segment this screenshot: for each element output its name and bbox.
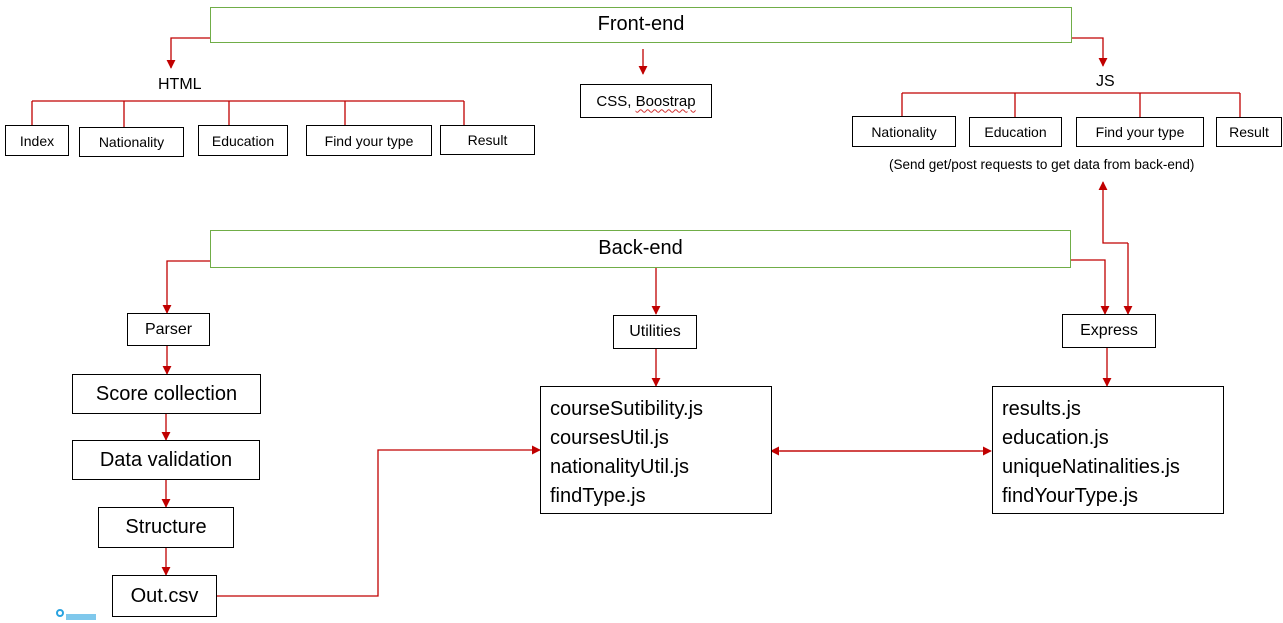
frontend-frame: Front-end — [210, 7, 1072, 43]
utilities-file: coursesUtil.js — [550, 427, 669, 449]
parser-step-out-csv: Out.csv — [112, 575, 217, 617]
css-label-word: Boostrap — [635, 92, 696, 110]
express-file: results.js — [1002, 398, 1081, 420]
js-note: (Send get/post requests to get data from… — [889, 157, 1195, 172]
arrow-frontend-html — [166, 37, 210, 69]
parser-step-label: Score collection — [95, 382, 238, 405]
parser-step-label: Structure — [125, 516, 207, 538]
utilities-files: courseSutibility.js coursesUtil.js natio… — [540, 386, 772, 514]
html-page-result: Result — [440, 125, 535, 155]
parser-step-label: Data validation — [99, 448, 233, 471]
arrow-frontend-js — [1072, 37, 1108, 67]
express-file: education.js — [1002, 427, 1109, 449]
html-page-education: Education — [198, 125, 288, 156]
html-page-nationality: Nationality — [79, 127, 184, 157]
html-page-label: Index — [19, 132, 55, 149]
css-label-prefix: CSS, — [596, 92, 636, 110]
utilities-file: findType.js — [550, 485, 646, 507]
express-label: Express — [1080, 322, 1138, 339]
express-files: results.js education.js uniqueNatinaliti… — [992, 386, 1224, 514]
express-file: uniqueNatinalities.js — [1002, 456, 1180, 478]
watermark-logo-icon — [56, 609, 96, 620]
html-tree — [31, 100, 465, 127]
arrow-backend-express — [1071, 259, 1110, 315]
html-label: HTML — [158, 76, 202, 93]
js-page-find-your-type: Find your type — [1076, 117, 1204, 147]
express-file: findYourType.js — [1002, 485, 1139, 507]
parser-step-score-collection: Score collection — [72, 374, 261, 414]
express-box: Express — [1062, 314, 1156, 348]
js-tree — [901, 92, 1241, 118]
html-page-label: Result — [467, 132, 508, 148]
js-page-label: Nationality — [871, 123, 937, 140]
html-page-label: Education — [211, 132, 275, 149]
parser-step-label: Out.csv — [130, 584, 199, 607]
parser-box: Parser — [127, 313, 210, 346]
html-page-label: Find your type — [324, 132, 414, 149]
html-page-find-your-type: Find your type — [306, 125, 432, 156]
backend-title: Back-end — [598, 236, 683, 259]
backend-frame: Back-end — [210, 230, 1071, 268]
css-label: CSS, Boostrap — [596, 93, 695, 110]
js-page-label: Education — [984, 124, 1047, 140]
js-label: JS — [1096, 73, 1115, 90]
html-page-index: Index — [5, 125, 69, 156]
parser-label: Parser — [144, 320, 193, 338]
js-page-education: Education — [969, 117, 1062, 147]
js-page-nationality: Nationality — [852, 116, 956, 147]
js-page-label: Result — [1229, 124, 1269, 140]
frontend-title: Front-end — [597, 12, 685, 35]
watermark-logo — [52, 606, 98, 623]
arrow-express-to-js — [1098, 181, 1128, 244]
utilities-label: Utilities — [629, 323, 681, 340]
js-page-result: Result — [1216, 117, 1282, 147]
arrow-backend-parser — [162, 260, 210, 314]
utilities-box: Utilities — [613, 315, 697, 349]
utilities-file: courseSutibility.js — [550, 398, 704, 420]
utilities-file: nationalityUtil.js — [550, 456, 689, 478]
arrow-out-to-utilities — [217, 445, 541, 597]
html-page-label: Nationality — [98, 134, 165, 150]
parser-step-structure: Structure — [98, 507, 234, 548]
parser-step-data-validation: Data validation — [72, 440, 260, 480]
css-box: CSS, Boostrap — [580, 84, 712, 118]
js-page-label: Find your type — [1095, 124, 1185, 140]
